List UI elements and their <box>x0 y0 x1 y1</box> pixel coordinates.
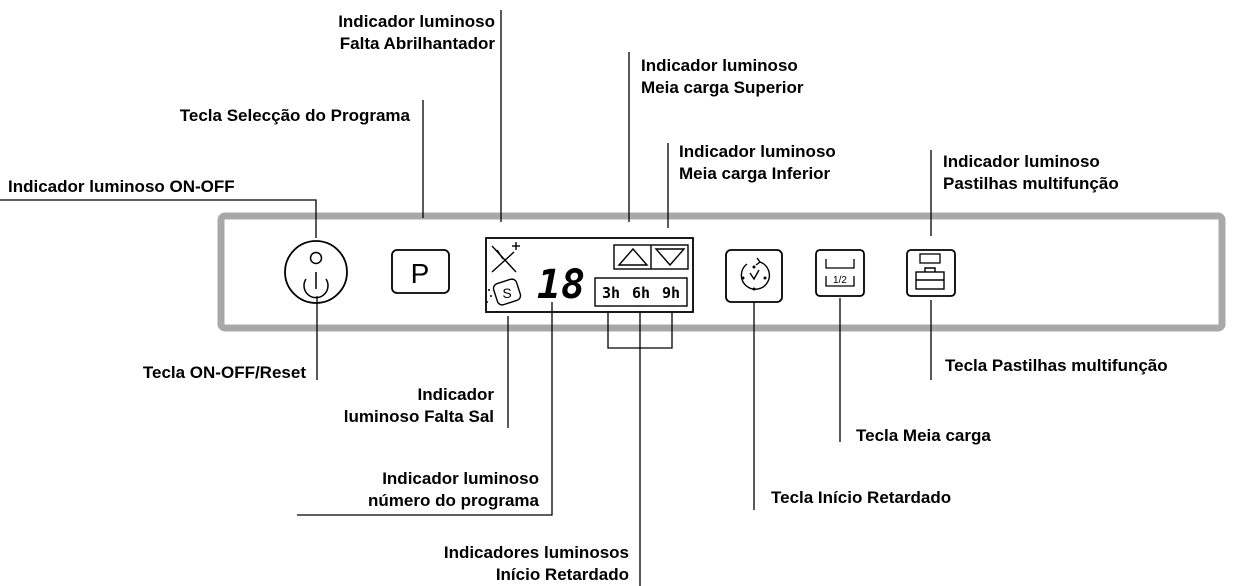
power-icon <box>303 272 329 299</box>
delay-9h: 9h <box>662 284 680 302</box>
label-on-off-reset-key: Tecla ON-OFF/Reset <box>142 363 306 382</box>
program-number-display: 18 <box>537 262 585 308</box>
label-salt-indicator: Indicador luminoso Falta Sal <box>343 385 494 426</box>
half-load-button[interactable]: 1/2 <box>815 249 865 297</box>
delay-3h: 3h <box>602 284 620 302</box>
svg-text:1/2: 1/2 <box>833 275 847 286</box>
multifunction-tablets-button[interactable] <box>906 249 956 297</box>
on-off-indicator-light <box>309 251 323 265</box>
half-load-upper-triangle-icon <box>617 247 649 266</box>
control-panel-frame <box>217 212 1226 332</box>
label-half-load-key: Tecla Meia carga <box>856 426 991 445</box>
label-program-select-key: Tecla Selecção do Programa <box>179 106 410 125</box>
delay-6h: 6h <box>632 284 650 302</box>
salt-icon: S <box>486 278 522 306</box>
label-half-load-upper-indicator: Indicador luminoso Meia carga Superior <box>641 56 804 97</box>
tablet-box-icon <box>915 267 945 290</box>
label-delay-start-indicators: Indicadores luminosos Início Retardado <box>443 543 629 584</box>
multifunction-tablets-indicator-light <box>919 253 941 264</box>
program-select-button[interactable]: P <box>391 249 450 294</box>
label-program-number-indicator: Indicador luminoso número do programa <box>368 469 539 510</box>
delay-start-button[interactable] <box>725 249 783 303</box>
label-rinse-aid-indicator: Indicador luminoso Falta Abrilhantador <box>338 12 495 53</box>
leader-lines <box>0 10 932 586</box>
label-half-load-lower-indicator: Indicador luminoso Meia carga Inferior <box>679 142 836 183</box>
program-button-letter: P <box>411 258 430 289</box>
on-off-button[interactable] <box>284 240 348 304</box>
half-load-indicators <box>613 244 689 270</box>
display-window <box>485 237 694 313</box>
label-multifunction-tablets-indicator: Indicador luminoso Pastilhas multifunção <box>943 152 1119 193</box>
delay-start-indicators: 3h 6h 9h <box>594 277 688 307</box>
half-load-lower-triangle-icon <box>654 248 686 267</box>
clock-icon <box>740 257 771 291</box>
label-delay-start-key: Tecla Início Retardado <box>771 488 952 507</box>
label-on-off-indicator: Indicador luminoso ON-OFF <box>8 177 235 196</box>
svg-text:S: S <box>502 285 511 301</box>
label-multifunction-tablets-key: Tecla Pastilhas multifunção <box>945 356 1168 375</box>
rinse-aid-sparkle-icon <box>491 242 520 273</box>
half-load-icon <box>825 259 855 287</box>
